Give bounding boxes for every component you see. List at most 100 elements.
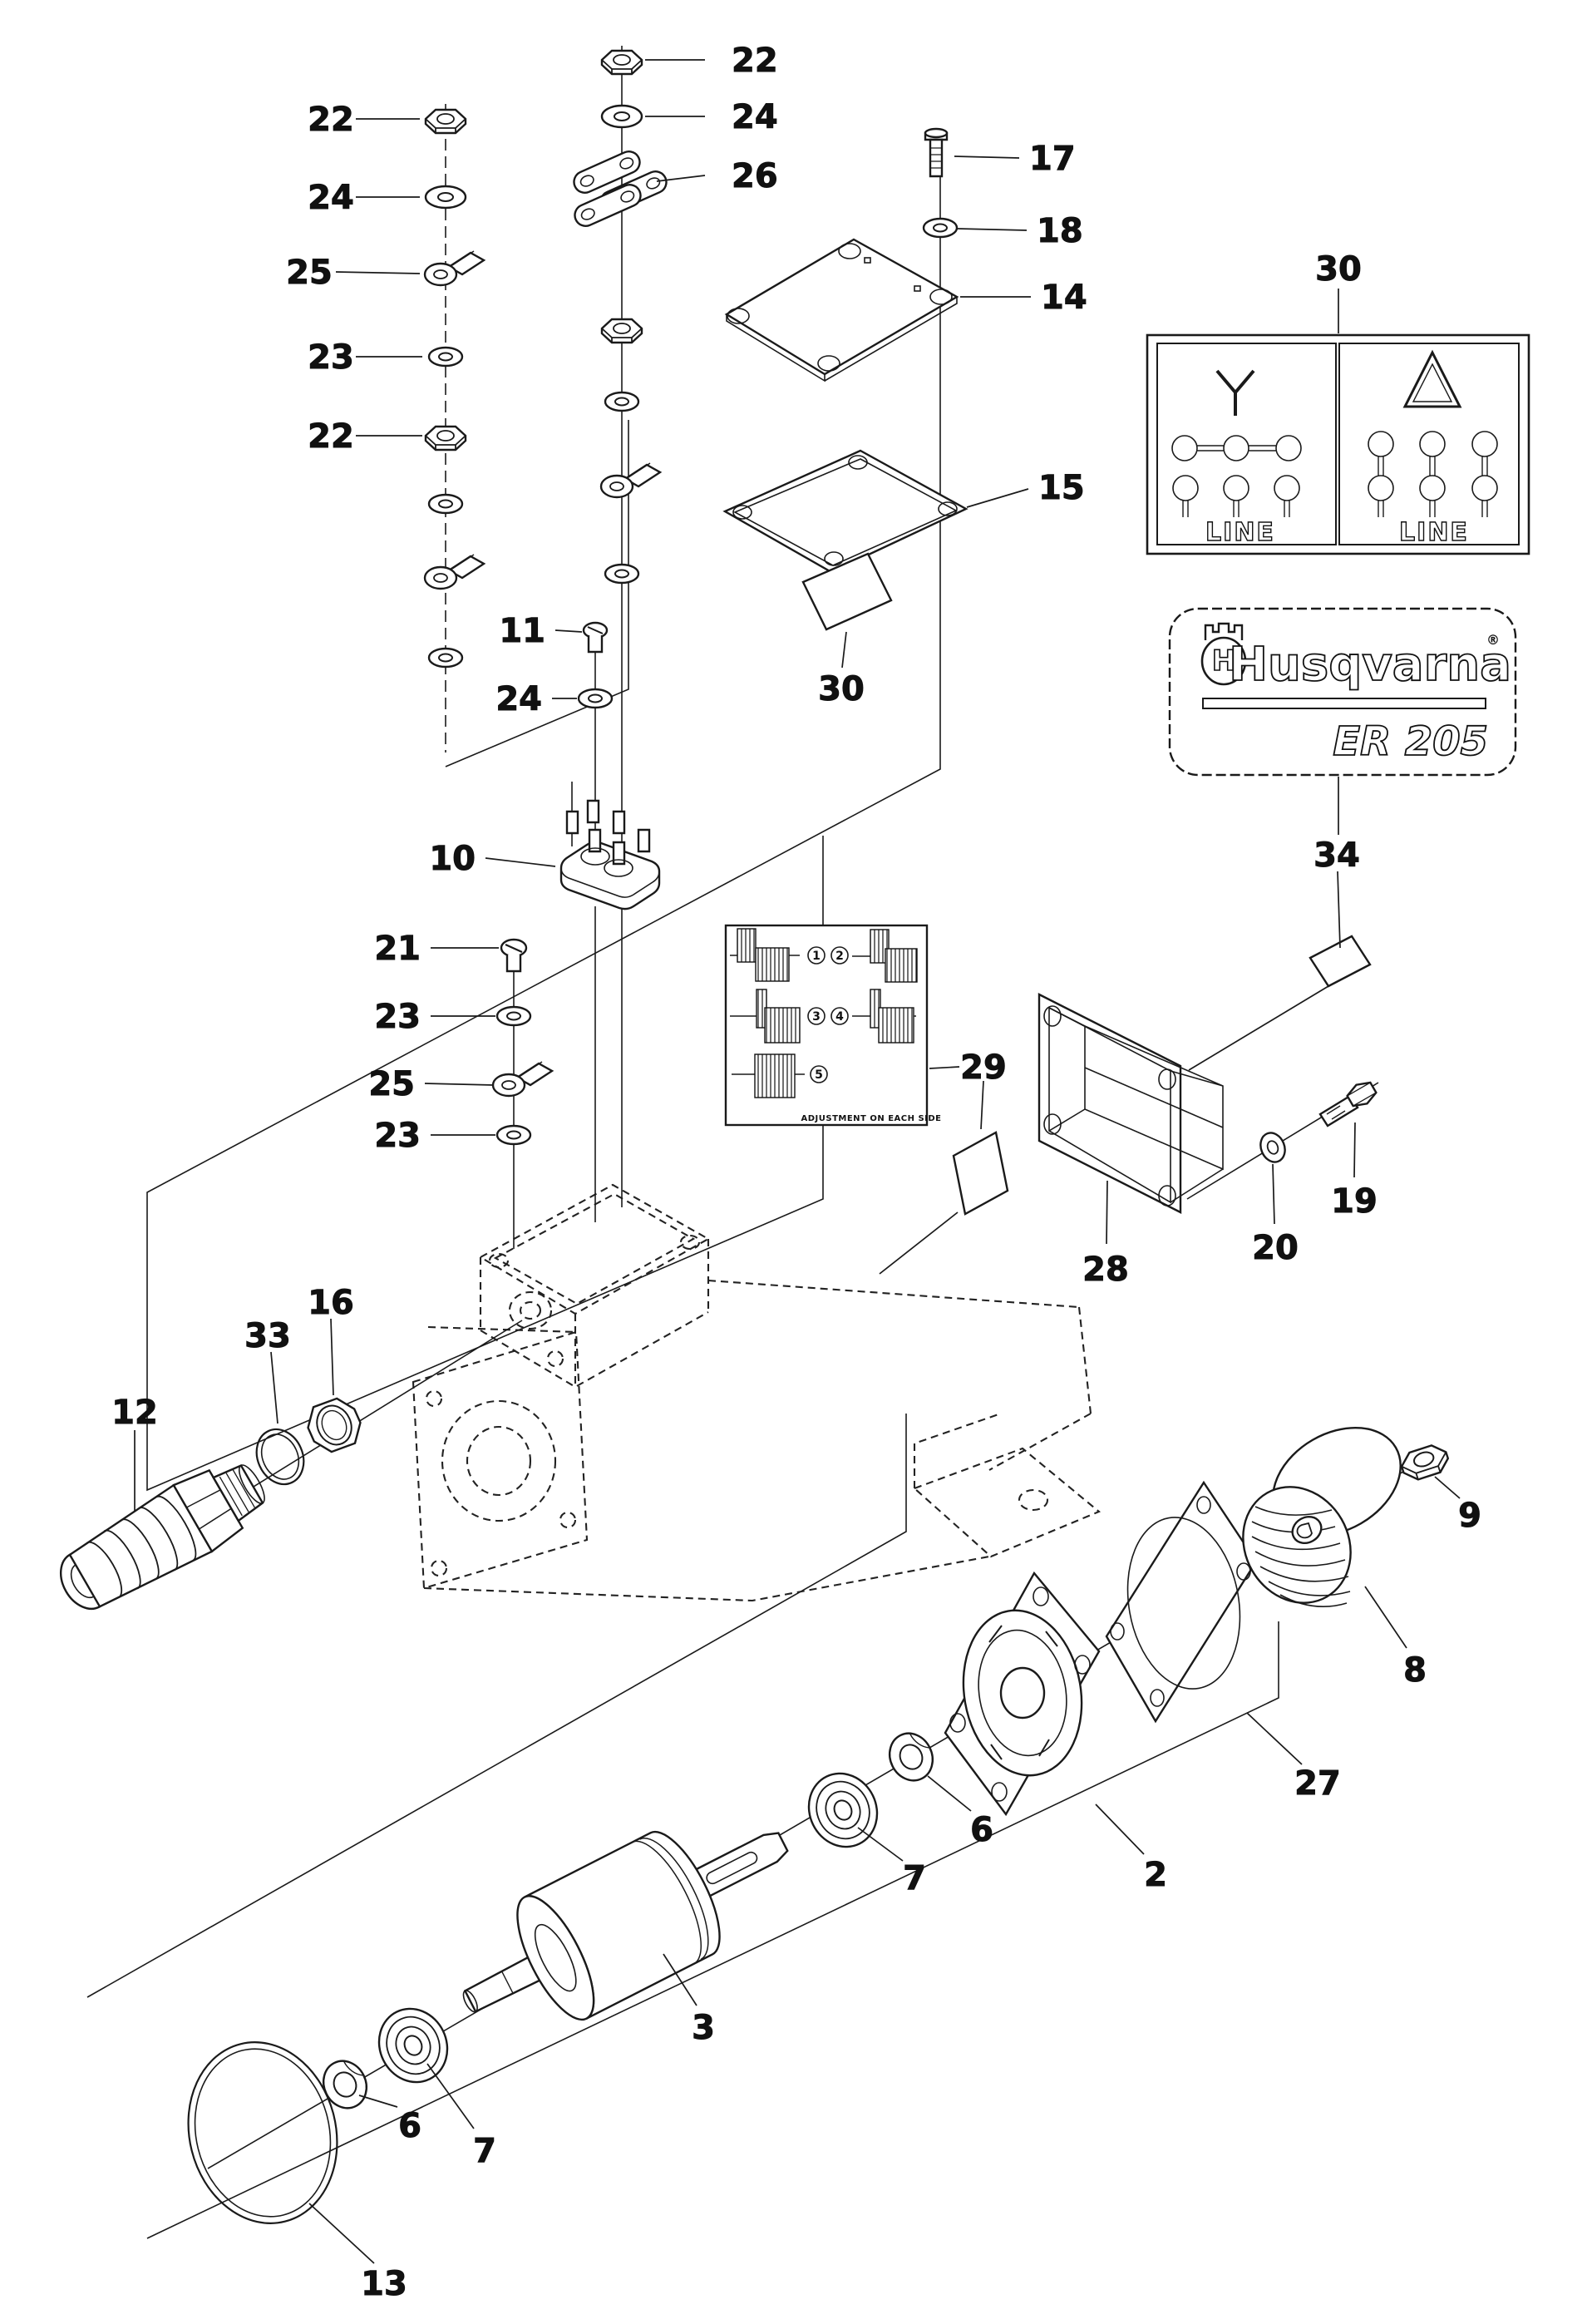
callout-16: 16 [308, 1284, 354, 1396]
adjust-footer-text: ADJUSTMENT ON EACH SIDE [801, 1114, 941, 1123]
washer-24 [577, 688, 614, 709]
callout-17: 17 [954, 140, 1076, 179]
callout-15: 15 [966, 469, 1085, 508]
svg-text:10: 10 [429, 840, 476, 878]
block-posts [565, 799, 651, 877]
svg-text:9: 9 [1458, 1497, 1481, 1535]
callout-10: 10 [429, 840, 556, 879]
washer [604, 391, 640, 412]
adjust-item-4: 4 [835, 1010, 844, 1024]
bearing-flange-2 [944, 1571, 1101, 1817]
callout-14: 14 [960, 279, 1087, 318]
callout-3: 3 [663, 1953, 715, 2048]
link-straps-26 [573, 150, 668, 227]
svg-text:22: 22 [308, 417, 354, 456]
line-label-left: LINE [1205, 518, 1275, 547]
nut-22 [424, 425, 467, 451]
svg-text:6: 6 [398, 2107, 421, 2145]
bearing-7-lower [366, 1996, 461, 2095]
callout-11: 11 [499, 612, 583, 651]
adjust-item-2: 2 [835, 950, 844, 963]
registered-mark: ® [1486, 632, 1500, 648]
callout-20: 20 [1252, 1163, 1299, 1268]
svg-text:29: 29 [960, 1049, 1007, 1087]
svg-text:28: 28 [1082, 1251, 1129, 1289]
sheet-motor-panel [146, 176, 941, 1492]
wiring-diagram-plate: LINE LINE [1146, 333, 1530, 555]
svg-text:6: 6 [970, 1811, 993, 1849]
delta-symbol-icon [1402, 349, 1462, 408]
svg-text:7: 7 [903, 1859, 926, 1897]
o-ring-13 [187, 2041, 338, 2224]
bearing-7-upper [796, 1760, 890, 1860]
rotor-3 [462, 1830, 789, 2021]
brand-badge: H Husqvarna ® ER 205 [1168, 607, 1517, 777]
callout-33: 33 [244, 1317, 291, 1424]
screw-11 [582, 621, 609, 654]
svg-text:25: 25 [368, 1065, 415, 1103]
adjust-row-1: 1 2 [730, 928, 918, 983]
callout-24-a: 24 [308, 179, 420, 218]
callout-12: 12 [111, 1394, 158, 1512]
plate-stack [722, 127, 968, 631]
badge-strip-34 [1188, 935, 1372, 1071]
callout-22-c: 22 [645, 42, 778, 81]
mounting-plate-14 [724, 238, 959, 382]
callout-34: 34 [1313, 777, 1360, 949]
terminal-block-10 [559, 799, 661, 910]
callout-25-b: 25 [368, 1065, 495, 1104]
svg-text:19: 19 [1331, 1182, 1378, 1221]
nut-22 [424, 108, 467, 135]
svg-text:3: 3 [692, 2009, 715, 2047]
svg-text:22: 22 [308, 101, 354, 139]
gasket-27 [1105, 1480, 1258, 1724]
washer-23 [495, 1005, 532, 1027]
svg-text:24: 24 [732, 98, 778, 136]
callout-25-a: 25 [286, 254, 421, 293]
cable-gland-12 [59, 1463, 265, 1610]
callout-7-a: 7 [857, 1827, 926, 1898]
model-name: ER 205 [1333, 718, 1488, 765]
washer [427, 493, 464, 515]
washer-24 [600, 104, 643, 129]
callout-26: 26 [656, 157, 778, 196]
washer [604, 563, 640, 585]
washer-23 [427, 346, 464, 368]
washer-24 [424, 185, 467, 210]
adjust-row-2: 3 4 [730, 989, 916, 1044]
terminal-box-28 [1037, 993, 1224, 1214]
husqvarna-crown-icon: H [1200, 622, 1247, 686]
line-label-right: LINE [1399, 518, 1469, 547]
callout-2: 2 [1095, 1803, 1167, 1895]
label-patch-29 [952, 1131, 1009, 1216]
nut-22 [600, 49, 643, 76]
callout-7-b: 7 [426, 2063, 496, 2171]
callout-6-a: 6 [927, 1775, 993, 1850]
callout-23-b: 23 [374, 998, 495, 1037]
callout-23-a: 23 [308, 338, 422, 377]
motor-cable-boss [508, 1290, 553, 1330]
terminal [423, 553, 485, 590]
sheet-boundaries [86, 176, 1279, 2239]
motor-foot [912, 1447, 1102, 1558]
washer [427, 647, 464, 669]
callout-30-plate: 30 [1315, 250, 1362, 333]
motor-body [412, 1183, 1102, 1602]
terminal-25 [491, 1060, 554, 1098]
sheet-shaft-top [86, 1414, 907, 1998]
callouts: 22 24 25 23 22 22 24 26 17 18 14 15 30 3… [111, 42, 1482, 2304]
wye-symbol-icon [1215, 369, 1255, 416]
callout-29: 29 [929, 1049, 1007, 1088]
svg-text:11: 11 [499, 612, 545, 650]
callout-19: 19 [1331, 1122, 1378, 1221]
svg-text:21: 21 [374, 930, 421, 968]
svg-text:7: 7 [473, 2132, 496, 2170]
svg-text:22: 22 [732, 42, 778, 80]
callout-22-b: 22 [308, 417, 422, 456]
screw-21 [500, 938, 528, 973]
callout-18: 18 [957, 212, 1083, 251]
gasket-plate-15 [722, 449, 968, 574]
svg-text:18: 18 [1037, 212, 1083, 250]
adjust-item-3: 3 [812, 1010, 821, 1024]
screw-21-column [491, 938, 554, 1249]
